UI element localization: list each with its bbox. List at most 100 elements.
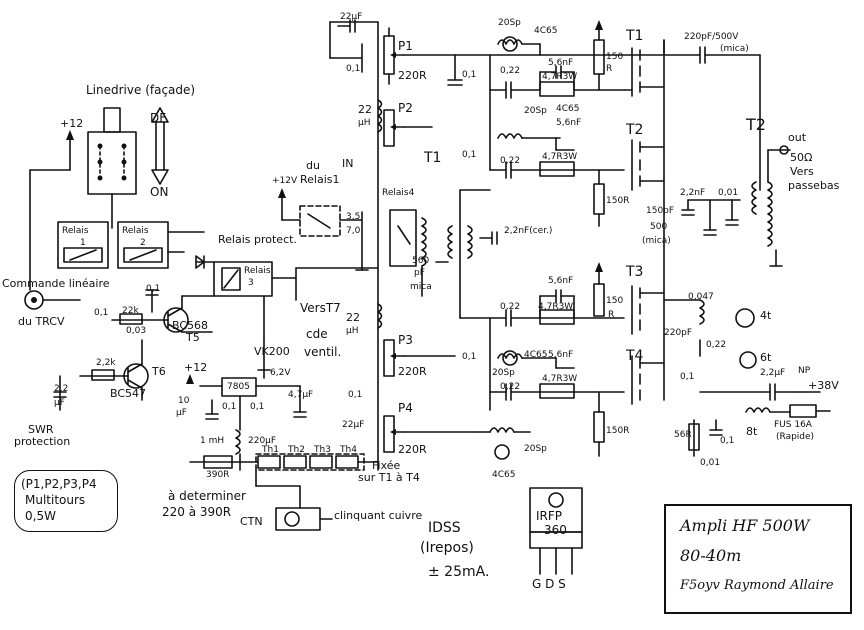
val-c01-l: 0,1 xyxy=(146,284,161,294)
val-c0047: 0,047 xyxy=(688,292,714,302)
val-c22uf-top: 22µF xyxy=(340,12,363,22)
val-r150-b: 150R xyxy=(606,196,630,206)
fixee-label: Fixée xyxy=(372,459,401,472)
ref-bc568: BC568 xyxy=(172,319,209,332)
val-c022-d: 0,22 xyxy=(706,340,727,350)
mh1-label: 1 mH xyxy=(200,436,225,446)
val-c022-b: 0,22 xyxy=(500,156,521,166)
val-c01-h: 0,1 xyxy=(222,402,237,412)
thermistor-chain xyxy=(189,453,379,531)
pot-note-line2: Multitours xyxy=(25,493,86,507)
val-c22: 2,2 xyxy=(54,384,69,394)
val-sp20-b: 20Sp xyxy=(524,106,547,116)
relay3-number: 3 xyxy=(248,278,254,288)
title-line1: Ampli HF 500W xyxy=(680,516,810,535)
relay1-box xyxy=(57,221,109,269)
val-mica-mid: (mica) xyxy=(642,236,671,246)
pot-p1 xyxy=(383,27,456,85)
plus12-label-c: +12 xyxy=(184,361,208,374)
val-c22n-a: 2,2nF xyxy=(680,188,706,198)
relay1-name: Relais xyxy=(62,226,89,236)
pot-note-box: (P1,P2,P3,P4 Multitours 0,5W xyxy=(14,470,118,532)
ref-p4: P4 xyxy=(398,401,413,415)
clinquant-label: clinquant cuivre xyxy=(334,509,423,522)
linedrive-switch xyxy=(29,107,169,291)
val-c003: 0,03 xyxy=(126,326,147,336)
val-c150p: 150pF xyxy=(646,206,675,216)
choke-22uh-top xyxy=(377,99,383,133)
bias-rail xyxy=(329,21,379,471)
val-r150-c-unit: R xyxy=(608,310,615,320)
rapide-label: (Rapide) xyxy=(776,432,815,442)
vers-label: Vers xyxy=(790,165,814,178)
val-c47uf: 4,7µF xyxy=(288,390,314,400)
vk200-label: VK200 xyxy=(254,345,290,358)
ventil-label: ventil. xyxy=(304,345,342,359)
regulator-7805 xyxy=(199,339,307,455)
irfp-package xyxy=(529,487,583,575)
relay2-number: 2 xyxy=(140,238,146,248)
val-uh-bottom: µH xyxy=(346,326,359,336)
th2-label: Th2 xyxy=(288,445,305,455)
val-c22n-cer: 2,2nF(cer.) xyxy=(504,226,553,236)
relais1-ref-label: Relais1 xyxy=(300,173,340,186)
ref-t2: T2 xyxy=(626,122,644,138)
val-c22-unit: µF xyxy=(54,398,65,408)
val-c22-np: 2,2µF xyxy=(760,368,786,378)
passebas-label: passebas xyxy=(788,179,840,192)
title-line3: F5oyv Raymond Allaire xyxy=(680,578,834,593)
val-r220-p1: 220R xyxy=(398,69,427,82)
val-c560: 560 xyxy=(412,256,430,266)
relay-protect-block xyxy=(281,197,369,271)
val-core-d: 4C65 xyxy=(492,470,516,480)
val-r47-d: 4,7R3W xyxy=(542,374,578,384)
pot-note-line3: 0,5W xyxy=(25,509,56,523)
relay1-number: 1 xyxy=(80,238,86,248)
val-c56n-c: 5,6nF xyxy=(548,276,574,286)
out-label: out xyxy=(788,131,807,144)
verst7-label: VersT7 xyxy=(300,301,341,315)
val-c220p: 220pF/500V xyxy=(684,32,739,42)
val-pf: pF xyxy=(414,268,425,278)
a-determiner-label: à determiner xyxy=(168,489,246,503)
relay3-name: Relais xyxy=(244,266,271,276)
val-c56n-d: 5,6nF xyxy=(548,350,574,360)
mosfet-t2 xyxy=(489,89,665,227)
val-c500: 500 xyxy=(650,222,668,232)
val-r220-p3: 220R xyxy=(398,365,427,378)
plus38v-label: +38V xyxy=(808,379,839,392)
val-r56r: 56R xyxy=(674,430,692,440)
ctn-label: CTN xyxy=(240,515,263,528)
val-c01-i: 0,1 xyxy=(250,402,265,412)
du-label: du xyxy=(306,159,320,172)
val-c10uf-unit: µF xyxy=(176,408,187,418)
transistor-t6 xyxy=(53,339,149,411)
irfp-label: IRFP xyxy=(536,509,563,523)
val-core-b: 4C65 xyxy=(556,104,580,114)
mosfet-t1-top xyxy=(623,39,665,97)
title-block: Ampli HF 500W 80-40m F5oyv Raymond Allai… xyxy=(664,504,852,614)
relay4-block xyxy=(389,209,449,297)
du-trcv-label: du TRCV xyxy=(18,315,65,328)
swr-protection-label: protection xyxy=(14,435,71,448)
gate-coil-bottom xyxy=(479,391,531,460)
val-c10uf: 10 xyxy=(178,396,190,406)
val-c62v: 6,2V xyxy=(270,368,291,378)
commande-label: Commande linéaire xyxy=(2,277,110,290)
range-label: 220 à 390R xyxy=(162,505,232,519)
val-c35: 3,5 xyxy=(346,212,361,222)
val-core-c: 4C65 xyxy=(524,350,548,360)
df-label: DF xyxy=(150,111,167,125)
val-l22-bottom: 22 xyxy=(346,311,360,324)
val-r150-c: 150 xyxy=(606,296,624,306)
turns-8t-label: 8t xyxy=(746,425,758,438)
choke-22uh-bottom xyxy=(377,303,383,329)
pot-note-line1: (P1,P2,P3,P4 xyxy=(21,477,97,491)
val-c01-p3: 0,1 xyxy=(462,352,477,362)
turns-6t-label: 6t xyxy=(760,351,772,364)
mosfet-t3 xyxy=(459,271,665,335)
val-r150-d: 150R xyxy=(606,426,630,436)
val-c70: 7,0 xyxy=(346,226,361,236)
